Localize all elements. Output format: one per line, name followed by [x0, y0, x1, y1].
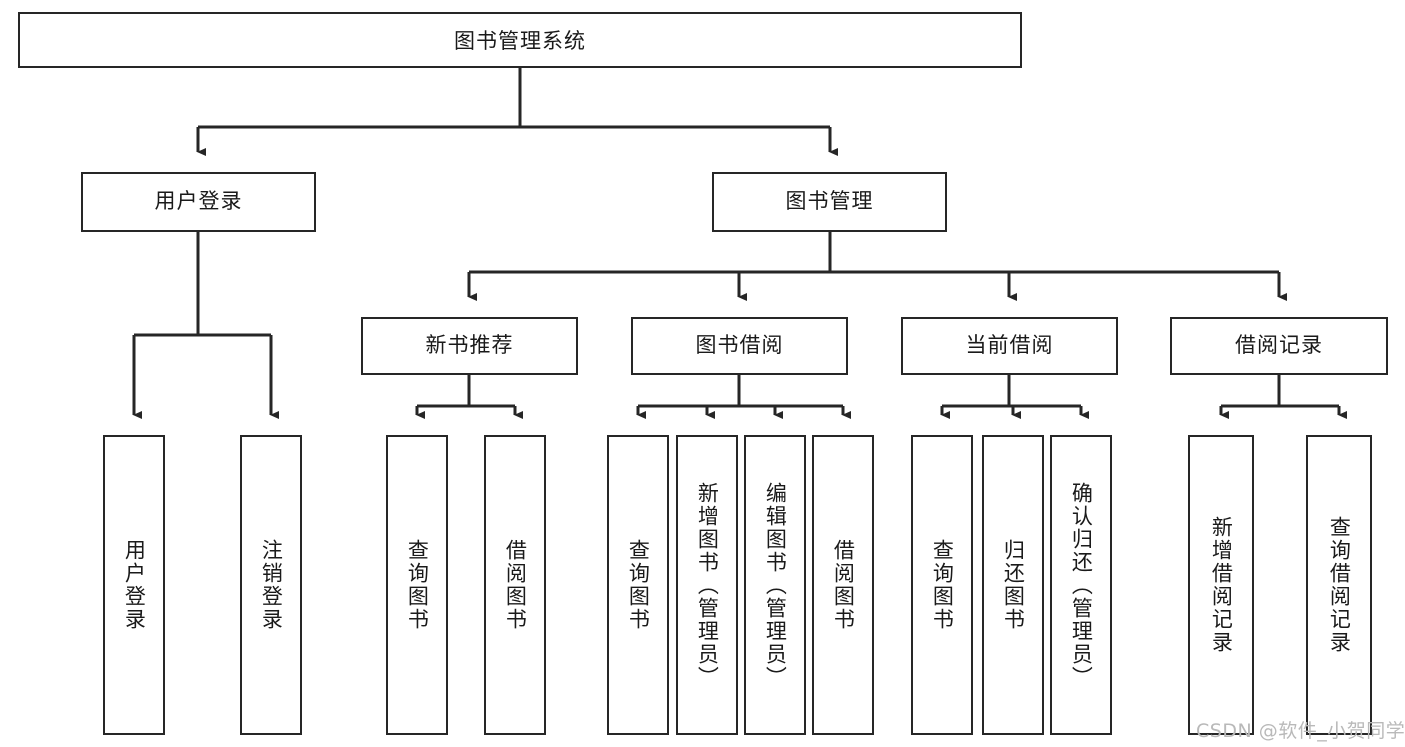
- node-leaf-user-login[interactable]: 用户登录: [103, 435, 165, 735]
- node-user-login[interactable]: 用户登录: [81, 172, 316, 232]
- node-current-borrow[interactable]: 当前借阅: [901, 317, 1118, 375]
- node-borrow-records[interactable]: 借阅记录: [1170, 317, 1388, 375]
- node-user-login-label: 用户登录: [154, 189, 243, 214]
- node-leaf-label: 借阅图书: [831, 539, 856, 631]
- node-book-borrow-label: 图书借阅: [695, 333, 784, 358]
- node-leaf-return-book[interactable]: 归还图书: [982, 435, 1044, 735]
- node-leaf-edit-book-admin[interactable]: 编辑图书（管理员）: [744, 435, 806, 735]
- node-leaf-confirm-return-admin[interactable]: 确认归还（管理员）: [1050, 435, 1112, 735]
- node-leaf-label: 用户登录: [122, 539, 147, 631]
- node-leaf-logout[interactable]: 注销登录: [240, 435, 302, 735]
- node-leaf-query-borrow-record[interactable]: 查询借阅记录: [1306, 435, 1372, 735]
- node-borrow-records-label: 借阅记录: [1235, 333, 1323, 358]
- watermark-text: CSDN @软件_小贺同学: [1196, 720, 1405, 742]
- node-leaf-label: 借阅图书: [503, 539, 528, 631]
- node-leaf-label: 编辑图书（管理员）: [763, 481, 788, 689]
- node-leaf-label: 查询图书: [405, 539, 430, 631]
- node-book-borrow[interactable]: 图书借阅: [631, 317, 848, 375]
- node-leaf-label: 查询借阅记录: [1327, 516, 1352, 654]
- node-leaf-label: 查询图书: [626, 539, 651, 631]
- node-book-management-label: 图书管理: [785, 189, 874, 214]
- node-leaf-add-book-admin[interactable]: 新增图书（管理员）: [676, 435, 738, 735]
- node-leaf-add-borrow-record[interactable]: 新增借阅记录: [1188, 435, 1254, 735]
- node-leaf-label: 注销登录: [259, 539, 284, 631]
- node-leaf-borrow-book-new[interactable]: 借阅图书: [484, 435, 546, 735]
- node-current-borrow-label: 当前借阅: [965, 333, 1054, 358]
- node-root-system[interactable]: 图书管理系统: [18, 12, 1022, 68]
- node-leaf-label: 归还图书: [1001, 539, 1026, 631]
- node-leaf-query-book-new[interactable]: 查询图书: [386, 435, 448, 735]
- node-leaf-query-book-current[interactable]: 查询图书: [911, 435, 973, 735]
- node-leaf-label: 查询图书: [930, 539, 955, 631]
- node-leaf-label: 新增图书（管理员）: [695, 481, 720, 689]
- node-new-book-recommend-label: 新书推荐: [425, 333, 514, 358]
- node-leaf-query-book-borrow[interactable]: 查询图书: [607, 435, 669, 735]
- node-leaf-label: 新增借阅记录: [1209, 516, 1234, 654]
- node-root-label: 图书管理系统: [454, 29, 586, 53]
- node-new-book-recommend[interactable]: 新书推荐: [361, 317, 578, 375]
- node-leaf-borrow-book[interactable]: 借阅图书: [812, 435, 874, 735]
- node-book-management[interactable]: 图书管理: [712, 172, 947, 232]
- node-leaf-label: 确认归还（管理员）: [1069, 481, 1094, 689]
